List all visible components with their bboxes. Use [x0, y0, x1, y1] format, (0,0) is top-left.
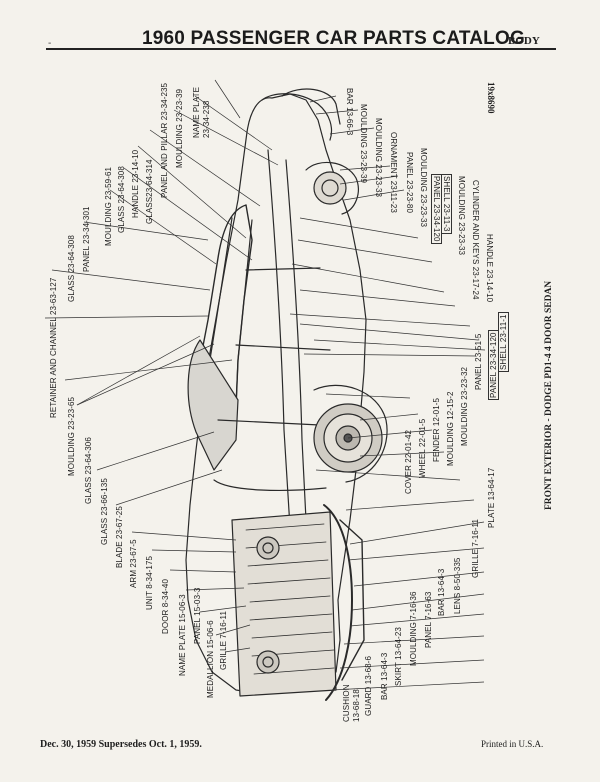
car-front-wheel-arch [313, 384, 388, 483]
car-front-grille [231, 511, 337, 697]
car-headlight-2 [256, 650, 280, 674]
car-body-outline [185, 93, 367, 695]
car-headlight-1 [256, 536, 280, 560]
car-windshield [187, 339, 239, 471]
header-rule [46, 48, 556, 50]
footer-printed: Printed in U.S.A. [481, 739, 544, 749]
page-title: 1960 PASSENGER CAR PARTS CATALOG [142, 28, 525, 49]
car-rear-wheel-arch [305, 161, 359, 215]
car-bumper [323, 504, 353, 701]
section-name: BODY [508, 35, 540, 47]
footer-date: Dec. 30, 1959 Supersedes Oct. 1, 1959. [40, 739, 202, 750]
car-rear-fin [261, 93, 333, 141]
leader-lines [44, 79, 486, 691]
car-rear-wheel [313, 171, 347, 205]
header-mark: - [48, 38, 52, 49]
